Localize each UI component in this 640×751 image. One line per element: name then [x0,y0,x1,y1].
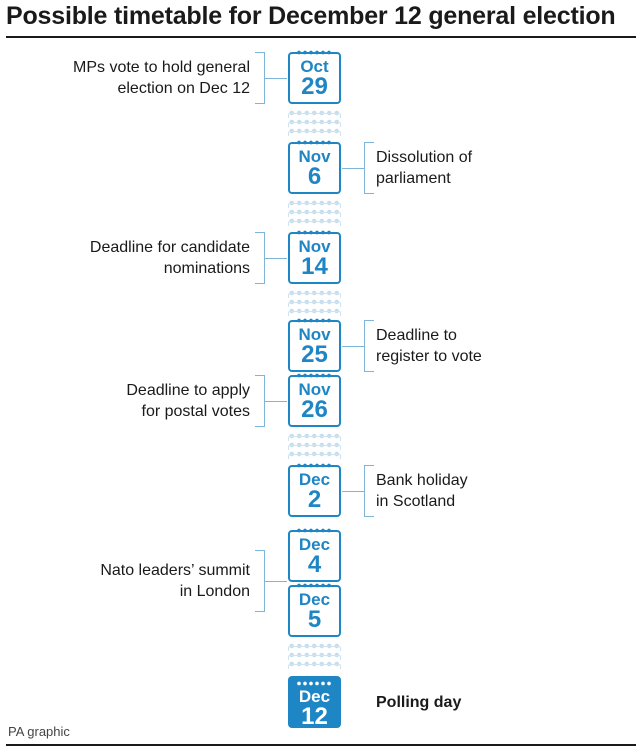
label-bracket [364,142,374,194]
calendar-spine-ring [288,198,341,208]
calendar-spine-ring [288,659,341,669]
page-title: Possible timetable for December 12 gener… [6,2,616,30]
calendar-month: Oct [300,57,329,76]
event-label-line: election on Dec 12 [117,80,250,97]
calendar-day: 6 [307,163,322,190]
event-label-line: Polling day [376,693,462,711]
calendar-month: Dec [298,687,331,706]
label-bracket [364,465,374,517]
event-label: Dissolution of parliament [376,147,472,189]
calendar-rings-icon [296,462,333,469]
event-label-line: nominations [163,260,250,277]
calendar-day: 5 [307,606,322,633]
calendar-month: Nov [298,380,331,399]
calendar-day: 14 [301,253,328,280]
calendar-day: 12 [301,703,328,730]
calendar-spine-ring [288,126,341,136]
calendar-day: 2 [307,486,322,513]
event-label: Polling day [376,692,461,713]
calendar-spine-ring [288,108,341,118]
label-bracket-connector [265,580,287,582]
event-label-line: Deadline for candidate [89,239,250,256]
calendar-day: 29 [301,73,328,100]
label-bracket [364,320,374,372]
calendar-month: Dec [298,470,331,489]
calendar-spine-ring [288,431,341,441]
event-label-line: for postal votes [141,403,251,420]
calendar-month: Nov [298,325,331,344]
label-bracket-connector [265,77,287,79]
event-label-line: in London [179,583,250,600]
label-bracket [255,52,265,104]
calendar-day: 26 [301,396,328,423]
event-label-line: in Scotland [376,493,456,510]
label-bracket-connector [342,167,364,169]
calendar-spine-ring [288,216,341,226]
event-label-line: parliament [376,170,451,187]
label-bracket-connector [342,490,364,492]
calendar-rings-icon [296,229,333,236]
calendar-spine-ring [288,288,341,298]
label-bracket-connector [265,257,287,259]
event-label-line: Dissolution of [376,149,473,166]
calendar-spine-ring [288,440,341,450]
calendar-day: 4 [307,551,322,578]
event-label-line: Bank holiday [376,472,468,489]
calendar-day: 25 [301,341,328,368]
label-bracket-connector [265,400,287,402]
event-label: Nato leaders’ summit in London [100,560,250,602]
event-label: MPs vote to hold general election on Dec … [73,57,250,99]
calendar-rings-icon [296,527,333,534]
title-rule [6,36,636,38]
calendar-spine-ring [288,306,341,316]
calendar-spine-ring [288,117,341,127]
calendar-rings-icon [296,372,333,379]
event-label-line: MPs vote to hold general [73,59,250,76]
event-label-line: Nato leaders’ summit [100,562,250,579]
event-label-line: register to vote [376,348,482,365]
calendar-rings-icon [296,139,333,146]
calendar-rings-icon [296,49,333,56]
credit: PA graphic [8,724,70,739]
calendar-spine-ring [288,641,341,651]
label-bracket [255,375,265,427]
calendar-rings-icon [296,680,333,687]
event-label: Deadline to apply for postal votes [126,380,250,422]
calendar-spine-ring [288,449,341,459]
calendar-spine-ring [288,650,341,660]
label-bracket [255,550,265,612]
event-label: Deadline to register to vote [376,325,482,367]
label-bracket-connector [342,345,364,347]
calendar-month: Nov [298,147,331,166]
calendar-spine-ring [288,207,341,217]
calendar-rings-icon [296,582,333,589]
event-label-line: Deadline to apply [126,382,250,399]
event-label: Bank holiday in Scotland [376,470,468,512]
event-label: Deadline for candidate nominations [90,237,250,279]
calendar-month: Dec [298,535,331,554]
bottom-rule [6,744,636,746]
event-label-line: Deadline to [376,327,457,344]
calendar-rings-icon [296,317,333,324]
calendar-spine-ring [288,297,341,307]
calendar-month: Dec [298,590,331,609]
calendar-month: Nov [298,237,331,256]
label-bracket [255,232,265,284]
